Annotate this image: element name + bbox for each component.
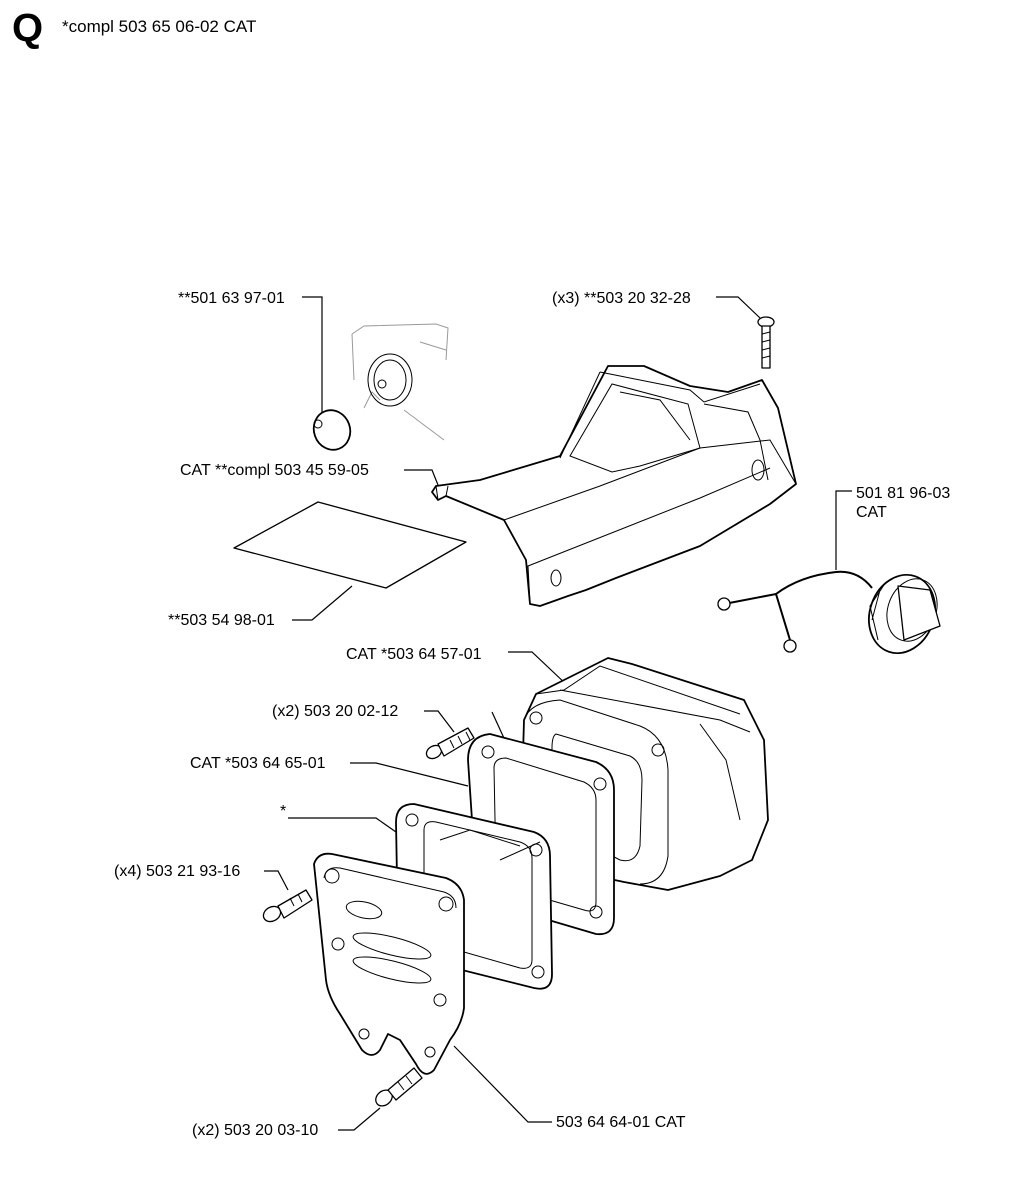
callout-bolt-x2-lower: (x2) 503 20 03-10: [192, 1122, 319, 1139]
section-letter: Q: [12, 6, 44, 50]
insulating-sheet: [233, 501, 467, 589]
callout-plug: **501 63 97-01: [178, 290, 285, 307]
assembly-part-number: *compl 503 65 06-02 CAT: [62, 17, 257, 36]
callout-bolt-x4: (x4) 503 21 93-16: [114, 863, 241, 880]
plug-on-engine: [367, 353, 413, 407]
cover-plate: [313, 852, 465, 1075]
screw-top: [757, 316, 775, 369]
bolt-lower: [375, 1067, 423, 1107]
callout-sheet: **503 54 98-01: [168, 612, 275, 629]
callout-fuel-cap-cat: CAT: [856, 504, 887, 521]
fuel-cap: [717, 570, 941, 655]
bolt-upper: [425, 727, 475, 760]
callout-cover-plate: 503 64 64-01 CAT: [556, 1114, 686, 1131]
callout-cover: CAT **compl 503 45 59-05: [180, 462, 369, 479]
bolt-x4: [262, 889, 313, 923]
callout-screw-x3: (x3) **503 20 32-28: [552, 290, 691, 307]
callout-muffler: CAT *503 64 57-01: [346, 646, 482, 663]
callout-gasket-cat: CAT *503 64 65-01: [190, 755, 326, 772]
callout-bolt-x2-upper: (x2) 503 20 02-12: [272, 703, 399, 720]
callout-gasket-star: *: [280, 803, 287, 820]
engine-outline-reference: [351, 323, 449, 441]
callout-fuel-cap-part: 501 81 96-03: [856, 485, 951, 502]
plug: [312, 409, 352, 451]
top-cover: [431, 365, 797, 607]
